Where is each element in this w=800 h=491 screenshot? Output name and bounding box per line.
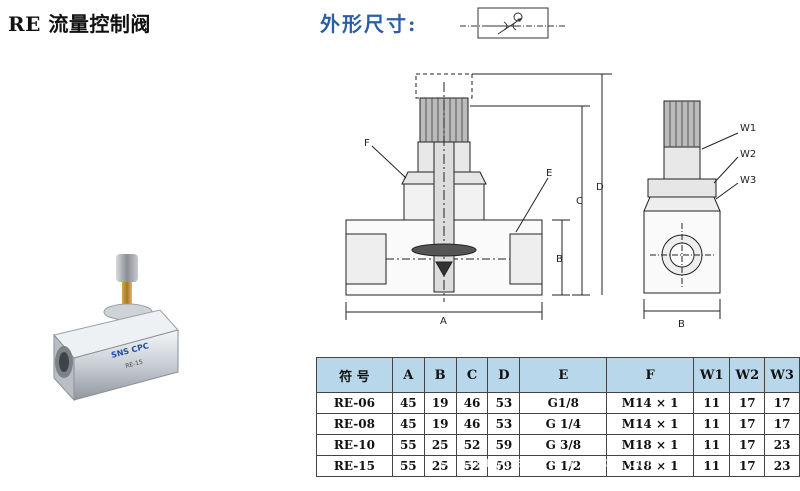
table-cell: 23 — [764, 455, 800, 477]
table-cell: 17 — [729, 413, 766, 435]
label-W3: W3 — [740, 175, 756, 186]
table-cell: G 3/8 — [519, 434, 608, 456]
label-F: F — [364, 138, 370, 149]
table-cell: 46 — [455, 413, 489, 435]
table-row: RE-10 55 25 52 59 G 3/8 M18 × 1 11 17 23 — [316, 434, 800, 456]
table-cell: 45 — [391, 413, 425, 435]
table-cell: RE-06 — [316, 392, 393, 414]
watermark: sansenyuan.en.alibaba.com — [440, 455, 662, 471]
table-cell: 53 — [487, 413, 521, 435]
product-title: RE 流量控制阀 — [8, 12, 151, 36]
label-D: D — [596, 182, 604, 193]
label-W1: W1 — [740, 123, 756, 134]
table-cell: 19 — [423, 392, 457, 414]
table-cell: 25 — [423, 434, 457, 456]
table-cell: 17 — [729, 455, 766, 477]
table-header-row: 符 号 A B C D E F W1 W2 W3 — [316, 357, 800, 393]
table-cell: 19 — [423, 413, 457, 435]
table-cell: RE-10 — [316, 434, 393, 456]
table-cell: RE-15 — [316, 455, 393, 477]
table-cell: M18 × 1 — [606, 455, 695, 477]
label-C: C — [576, 196, 583, 207]
label-W2: W2 — [740, 149, 756, 160]
label-A: A — [440, 316, 447, 327]
header-D: D — [487, 357, 521, 393]
table-cell: 11 — [693, 392, 731, 414]
table-cell: G1/8 — [519, 392, 608, 414]
table-cell: 46 — [455, 392, 489, 414]
header-C: C — [455, 357, 489, 393]
table-cell: 52 — [455, 455, 489, 477]
table-row: RE-15 55 25 52 59 G 1/2 M18 × 1 11 17 23 — [316, 455, 800, 477]
side-view-drawing: W1 W2 W3 B — [643, 100, 756, 330]
header-W2: W2 — [729, 357, 766, 393]
table-cell: 55 — [391, 434, 425, 456]
table-cell: M18 × 1 — [606, 434, 695, 456]
dimensions-title: 外形尺寸: — [320, 12, 418, 36]
table-row: RE-08 45 19 46 53 G 1/4 M14 × 1 11 17 17 — [316, 413, 800, 435]
table-cell: G 1/4 — [519, 413, 608, 435]
table-cell: G 1/2 — [519, 455, 608, 477]
table-cell: 17 — [729, 392, 766, 414]
model-label: RE-15 — [125, 359, 144, 370]
header-symbol: 符 号 — [316, 357, 393, 393]
table-cell: 23 — [764, 434, 800, 456]
table-cell: 59 — [487, 434, 521, 456]
table-cell: RE-08 — [316, 413, 393, 435]
table-cell: 45 — [391, 392, 425, 414]
table-cell: M14 × 1 — [606, 413, 695, 435]
table-cell: 52 — [455, 434, 489, 456]
label-B: B — [556, 254, 563, 265]
product-photo: SNS CPC RE-15 — [53, 254, 179, 402]
table-cell: 11 — [693, 455, 731, 477]
spec-table: 符 号 A B C D E F W1 W2 W3 RE-06 45 19 46 … — [316, 357, 800, 477]
table-cell: 59 — [487, 455, 521, 477]
header-E: E — [519, 357, 608, 393]
header-A: A — [391, 357, 425, 393]
table-row: RE-06 45 19 46 53 G1/8 M14 × 1 11 17 17 — [316, 392, 800, 414]
table-cell: 53 — [487, 392, 521, 414]
header-W3: W3 — [764, 357, 800, 393]
flow-control-symbol-icon — [460, 7, 566, 39]
table-cell: 11 — [693, 434, 731, 456]
table-cell: 17 — [764, 392, 800, 414]
header-F: F — [606, 357, 695, 393]
header-W1: W1 — [693, 357, 731, 393]
knob-shape — [116, 254, 138, 282]
label-side-B: B — [678, 319, 685, 330]
label-E: E — [546, 168, 552, 179]
table-cell: M14 × 1 — [606, 392, 695, 414]
front-view-drawing: F E A B C D — [345, 73, 612, 327]
header-B: B — [423, 357, 457, 393]
table-cell: 17 — [764, 413, 800, 435]
table-cell: 11 — [693, 413, 731, 435]
table-cell: 55 — [391, 455, 425, 477]
table-cell: 25 — [423, 455, 457, 477]
stem-shape — [122, 282, 132, 306]
table-cell: 17 — [729, 434, 766, 456]
